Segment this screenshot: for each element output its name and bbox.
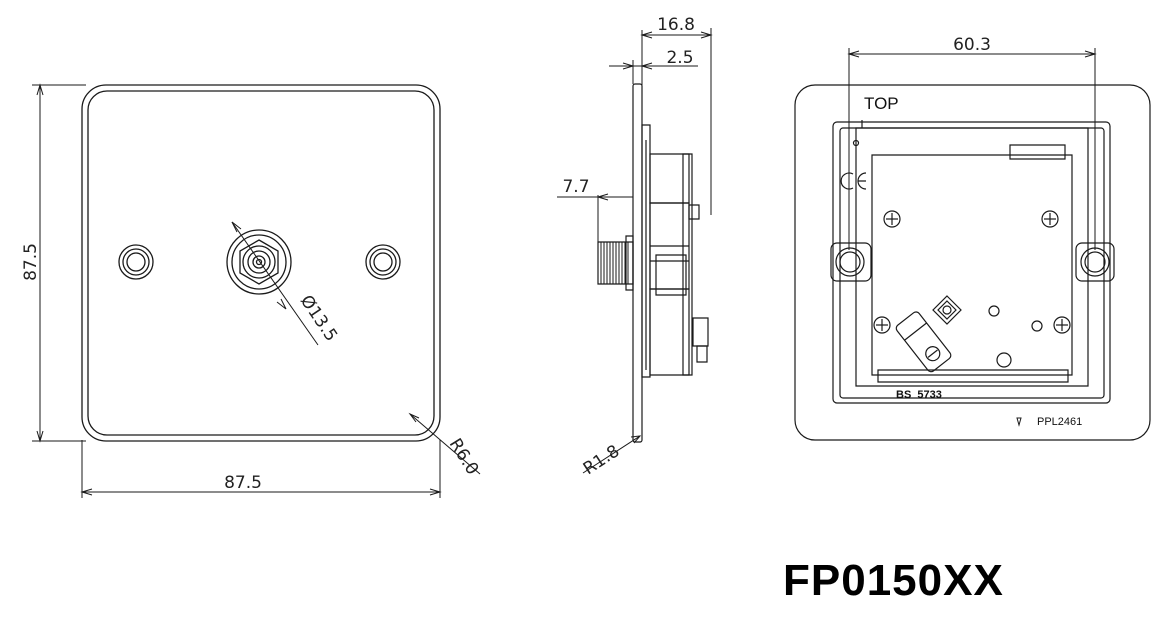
right-fixing-screw xyxy=(366,245,400,279)
rear-standard-label: BS 5733 xyxy=(896,389,942,401)
side-plate-label: 2.5 xyxy=(666,48,693,68)
rear-centres-label: 60.3 xyxy=(953,35,991,55)
rear-top-label: TOP xyxy=(864,94,899,113)
side-plate-profile xyxy=(633,84,642,442)
rear-view xyxy=(795,48,1150,440)
radius-leader xyxy=(410,414,480,474)
rear-code-label: PPL2461 xyxy=(1037,416,1082,428)
rear-left-lug xyxy=(831,243,871,281)
cable-clamp xyxy=(895,310,953,373)
side-depth-label: 16.8 xyxy=(657,15,695,35)
front-plate-outline xyxy=(82,85,440,441)
front-width-label: 87.5 xyxy=(224,473,262,493)
model-code: FP0150XX xyxy=(783,556,1004,605)
front-view xyxy=(32,85,480,498)
hole-diameter-label: Ø13.5 xyxy=(296,292,341,346)
front-height-label: 87.5 xyxy=(21,243,41,281)
side-connector-label: 7.7 xyxy=(562,177,589,197)
coax-socket xyxy=(227,230,291,294)
side-radius-label: R1.8 xyxy=(580,441,623,479)
diameter-leader xyxy=(232,222,318,345)
rear-box-outer xyxy=(833,122,1110,403)
height-dimension xyxy=(32,85,86,441)
left-fixing-screw xyxy=(119,245,153,279)
front-plate-inner xyxy=(88,91,434,435)
diamond-terminal xyxy=(932,295,962,325)
terminal-block xyxy=(872,155,1072,375)
rear-plate-outline xyxy=(795,85,1150,440)
side-view xyxy=(557,28,711,473)
corner-radius-label: R6.0 xyxy=(445,435,483,479)
width-dimension xyxy=(82,440,440,498)
